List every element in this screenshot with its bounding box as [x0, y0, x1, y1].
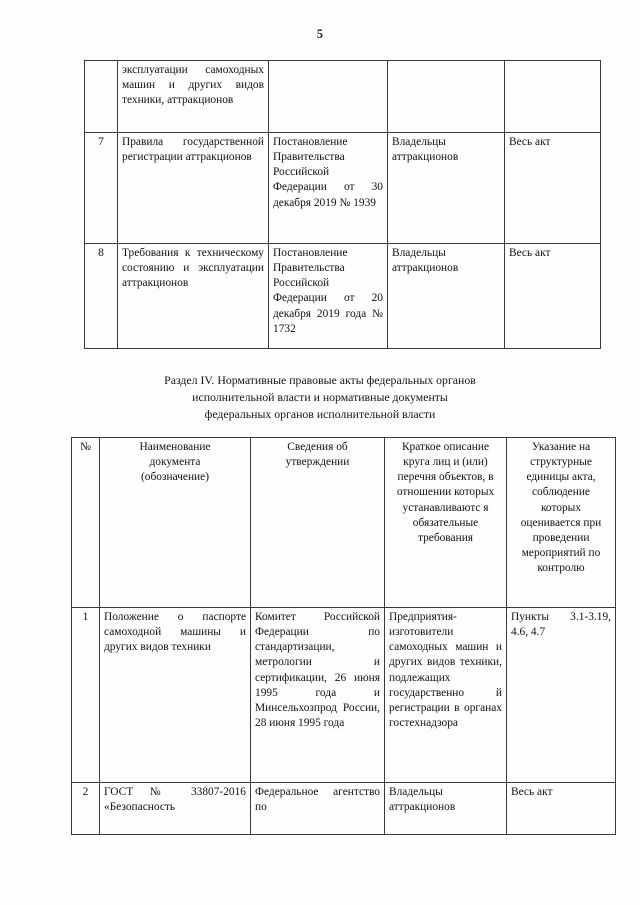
row-number: 2: [71, 782, 100, 835]
document-name-cell: Положение о паспорте самоходной машины и…: [99, 607, 251, 783]
column-header-document-name-line-1: Наименование: [139, 441, 211, 453]
table-row: 2 ГОСТ № 33807-2016 «Безопасность Федера…: [71, 782, 616, 835]
regulations-table-continued: эксплуатации самоходных машин и других в…: [84, 60, 601, 349]
units-cell: [504, 60, 601, 133]
column-header-approval: Сведения об утверждении: [250, 437, 385, 608]
document-name-cell: Требования к техническому состоянию и эк…: [117, 243, 269, 349]
approval-cell: Постановление Правительства Российской Ф…: [268, 132, 388, 244]
column-header-scope: Краткое описание круга лиц и (или) переч…: [384, 437, 507, 608]
column-header-approval-line-2: утверждении: [285, 456, 350, 469]
scope-cell: Предприятия-изготовители самоходных маши…: [384, 607, 507, 783]
units-cell: Весь акт: [504, 243, 601, 349]
approval-cell: Постановление Правительства Российской Ф…: [268, 243, 388, 349]
table-row: 7 Правила государственной регистрации ат…: [84, 132, 601, 244]
units-cell: Пункты 3.1-3.19, 4.6, 4.7: [506, 607, 616, 783]
units-cell: Весь акт: [504, 132, 601, 244]
federal-acts-table: № Наименование документа (обозначение) С…: [71, 437, 616, 835]
row-number: 8: [84, 243, 118, 349]
column-header-approval-line-1: Сведения об: [287, 441, 348, 453]
approval-cell: Федеральное агентство по: [250, 782, 385, 835]
table-row: 8 Требования к техническому состоянию и …: [84, 243, 601, 349]
row-number: 1: [71, 607, 100, 783]
row-number: 7: [84, 132, 118, 244]
document-name-cell: эксплуатации самоходных машин и других в…: [117, 60, 269, 133]
table-row: эксплуатации самоходных машин и других в…: [84, 60, 601, 133]
table-header-row: № Наименование документа (обозначение) С…: [71, 437, 616, 608]
scope-cell: Владельцы аттракционов: [384, 782, 507, 835]
scope-cell: [387, 60, 505, 133]
column-header-units: Указание на структурные единицы акта, со…: [506, 437, 616, 608]
document-name-cell: Правила государственной регистрации аттр…: [117, 132, 269, 244]
column-header-document-name-line-2: документа: [149, 456, 201, 469]
column-header-document-name: Наименование документа (обозначение): [99, 437, 251, 608]
section-heading-line-3: федеральных органов исполнительной власт…: [204, 406, 436, 421]
units-cell: Весь акт: [506, 782, 616, 835]
scope-cell: Владельцы аттракционов: [387, 243, 505, 349]
table-row: 1 Положение о паспорте самоходной машины…: [71, 607, 616, 783]
scope-cell: Владельцы аттракционов: [387, 132, 505, 244]
document-name-cell: ГОСТ № 33807-2016 «Безопасность: [99, 782, 251, 835]
column-header-number: №: [71, 437, 100, 608]
approval-cell: Комитет Российской Федерации по стандарт…: [250, 607, 385, 783]
column-header-document-name-line-3: (обозначение): [141, 471, 209, 484]
section-heading-line-2: исполнительной власти и нормативные доку…: [192, 389, 448, 404]
section-heading-line-1: Раздел IV. Нормативные правовые акты фед…: [164, 373, 476, 387]
page-number: 5: [316, 27, 324, 41]
row-number: [84, 60, 118, 133]
section-heading: Раздел IV. Нормативные правовые акты фед…: [110, 372, 530, 422]
approval-cell: [268, 60, 388, 133]
